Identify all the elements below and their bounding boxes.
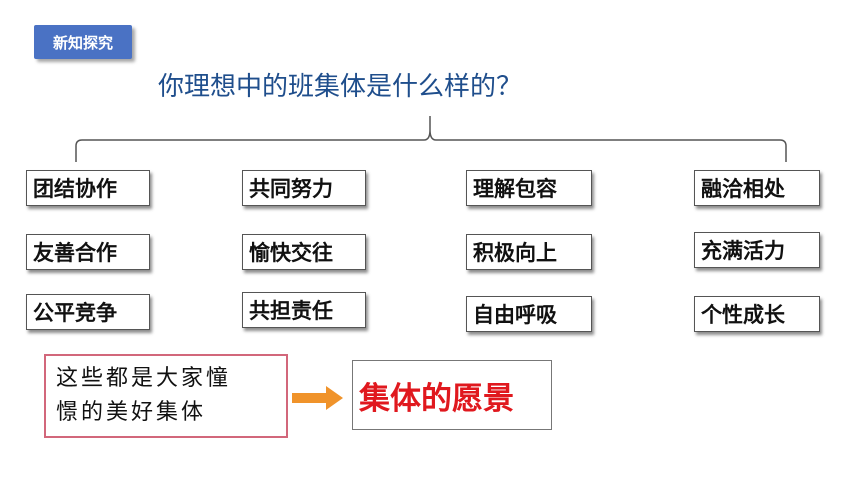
brace-line (75, 116, 787, 162)
quality-label: 积极向上 (473, 241, 557, 265)
quality-label: 共同努力 (249, 177, 333, 201)
vision-box: 集体的愿景 (352, 360, 552, 430)
quality-box-vitality: 充满活力 (694, 232, 820, 268)
quality-box-fair-competition: 公平竞争 (26, 294, 150, 330)
quality-box-free-breathing: 自由呼吸 (466, 296, 592, 332)
vision-label: 集体的愿景 (359, 380, 514, 417)
quality-box-personal-growth: 个性成长 (694, 296, 820, 332)
quality-label: 共担责任 (249, 299, 333, 323)
section-badge: 新知探究 (34, 25, 132, 59)
section-badge-label: 新知探究 (52, 33, 113, 52)
quality-label: 融洽相处 (701, 177, 785, 201)
quality-label: 团结协作 (33, 177, 117, 201)
quality-label: 个性成长 (701, 303, 785, 327)
quality-label: 充满活力 (701, 239, 785, 263)
quality-box-unity: 团结协作 (26, 170, 150, 206)
summary-note-line: 憬的美好集体 (56, 400, 207, 425)
summary-note: 这些都是大家憧 憬的美好集体 (44, 354, 288, 438)
right-arrow-icon (292, 386, 343, 410)
question-title: 你理想中的班集体是什么样的？ (158, 72, 523, 102)
quality-box-tolerance: 理解包容 (466, 170, 592, 206)
quality-box-joint-effort: 共同努力 (242, 170, 366, 206)
quality-label: 理解包容 (473, 177, 557, 201)
quality-label: 友善合作 (33, 241, 117, 265)
quality-label: 自由呼吸 (473, 303, 557, 327)
quality-box-friendly-cooperation: 友善合作 (26, 234, 150, 270)
quality-box-pleasant-interaction: 愉快交往 (242, 234, 366, 270)
quality-box-harmony: 融洽相处 (694, 170, 820, 206)
quality-box-positive: 积极向上 (466, 234, 592, 270)
summary-note-line: 这些都是大家憧 (56, 366, 232, 391)
quality-label: 愉快交往 (249, 241, 333, 265)
quality-label: 公平竞争 (33, 301, 117, 325)
quality-box-shared-responsibility: 共担责任 (242, 292, 366, 328)
